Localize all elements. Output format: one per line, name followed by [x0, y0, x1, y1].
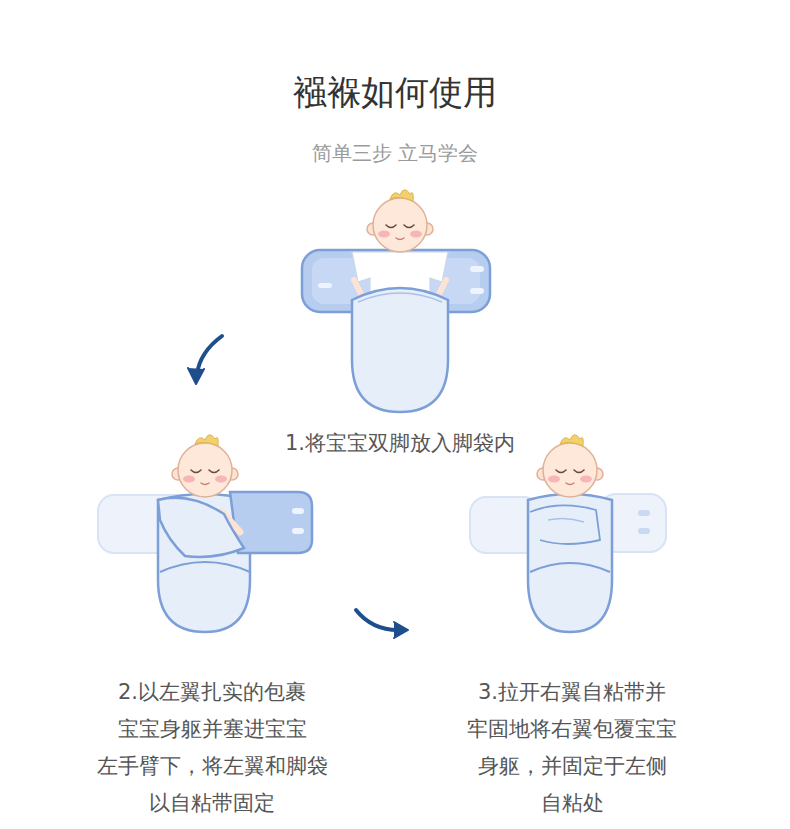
flow-arrow — [188, 336, 222, 384]
flow-arrow — [356, 610, 408, 638]
step2-figure — [98, 435, 312, 632]
step-text: 1.将宝宝双脚放入脚袋内 — [285, 430, 515, 457]
step3-figure — [470, 435, 666, 632]
subtitle: 简单三步 立马学会 — [312, 140, 478, 166]
step-text: 2.以左翼扎实的包裹 宝宝身躯并塞进宝宝 左手臂下，将左翼和脚袋 以自粘带固定 — [81, 674, 343, 822]
step1-figure — [302, 190, 490, 412]
title: 襁褓如何使用 — [195, 70, 595, 114]
step-text: 3.拉开右翼自粘带并 牢固地将右翼包覆宝宝 身躯，并固定于左侧 自粘处 — [452, 674, 692, 822]
